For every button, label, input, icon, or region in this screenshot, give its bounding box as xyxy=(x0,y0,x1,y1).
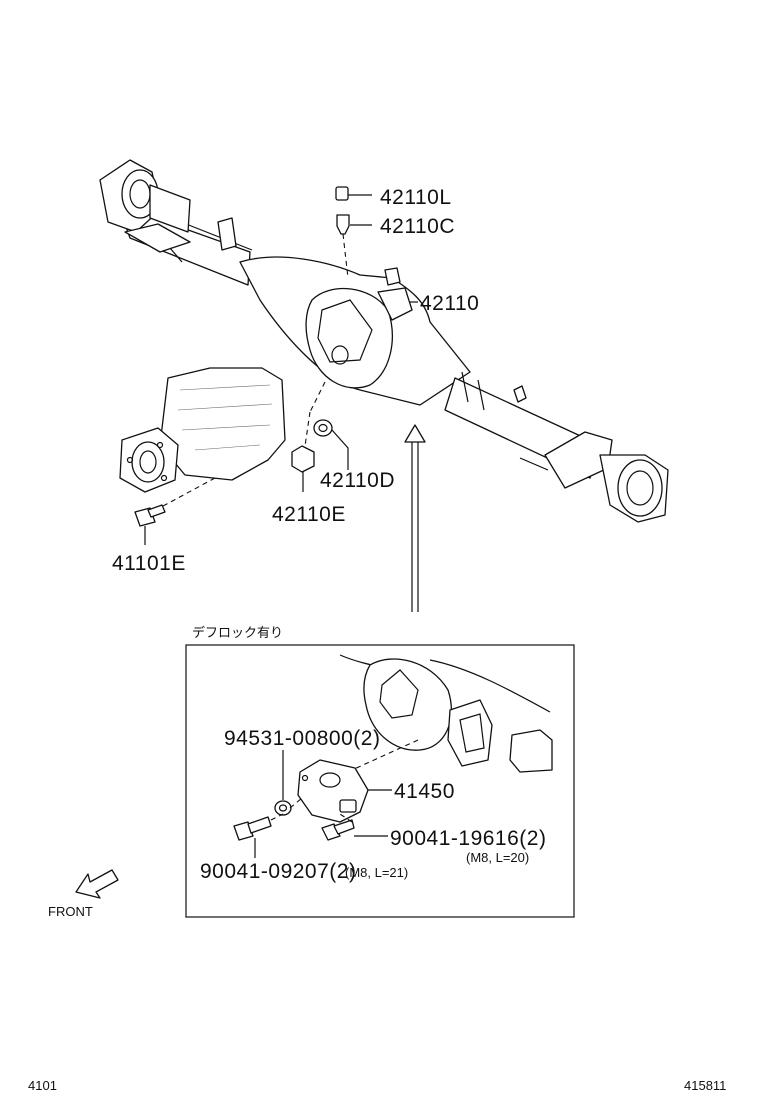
direction-arrow xyxy=(404,424,426,612)
inset-caption: デフロック有り xyxy=(192,625,283,641)
footer-left-code: 4101 xyxy=(28,1078,57,1093)
inset-housing-detail xyxy=(339,654,553,773)
differential-carrier xyxy=(119,367,286,493)
label-94531-00800: 94531-00800(2) xyxy=(224,727,380,750)
plug-42110E xyxy=(291,445,315,473)
label-41101E: 41101E xyxy=(112,552,186,575)
label-90041-19616: 90041-19616(2) xyxy=(390,827,546,850)
actuator-41450 xyxy=(297,759,369,823)
breather-cap xyxy=(335,186,349,201)
label-42110L: 42110L xyxy=(380,186,452,209)
inset-frame xyxy=(185,644,575,918)
footer-right-code: 415811 xyxy=(684,1078,726,1093)
label-41450: 41450 xyxy=(394,780,455,803)
gasket-42110D xyxy=(313,419,333,437)
front-arrow-icon xyxy=(75,869,119,899)
spec-90041-19616: (M8, L=20) xyxy=(466,850,529,865)
washer-94531 xyxy=(274,800,292,816)
label-42110: 42110 xyxy=(420,292,479,315)
axle-housing xyxy=(99,159,669,523)
bolt-41101E xyxy=(134,504,166,527)
label-42110D: 42110D xyxy=(320,469,395,492)
front-label: FRONT xyxy=(48,904,93,919)
label-42110E: 42110E xyxy=(272,503,346,526)
bolt-90041-19616 xyxy=(321,819,355,841)
bolt-90041-09207 xyxy=(233,816,272,841)
breather-plug xyxy=(336,214,350,235)
label-42110C: 42110C xyxy=(380,215,455,238)
label-90041-09207: 90041-09207(2) xyxy=(200,860,356,883)
spec-90041-09207: (M8, L=21) xyxy=(345,865,408,880)
